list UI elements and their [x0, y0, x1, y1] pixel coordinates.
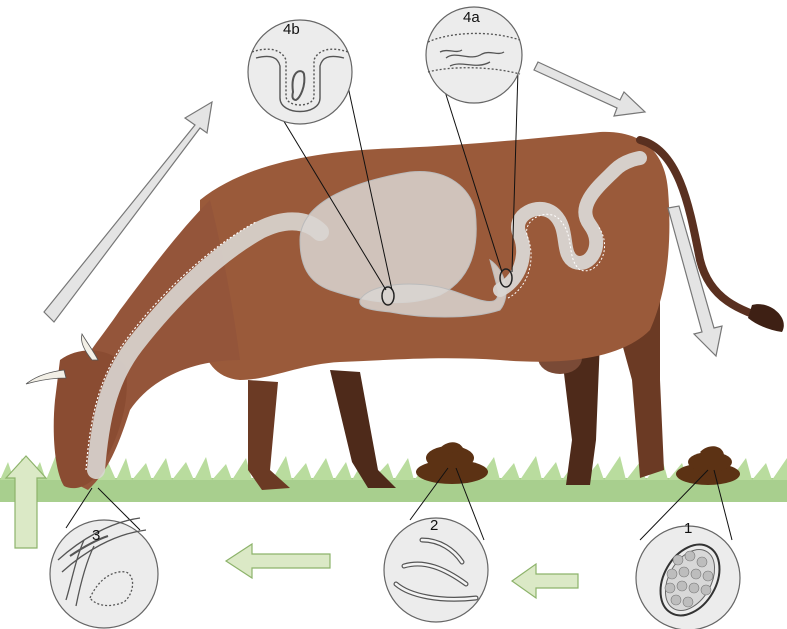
grass-ground [0, 478, 787, 502]
stage-label-2: 2 [430, 517, 438, 534]
stage-4b-circle: 4a [426, 7, 522, 103]
grass [0, 455, 787, 502]
grey-arrow-top-right [534, 62, 645, 116]
stage-label-4b: 4a [463, 9, 480, 26]
green-arrow-left-bottom-right [512, 564, 578, 598]
stage-2-circle: 2 [384, 517, 488, 622]
stage-label-1: 1 [684, 520, 692, 537]
dung-pile-middle [416, 442, 488, 484]
dung-pile-right [676, 446, 740, 485]
cow-tail-tuft [748, 304, 784, 332]
grass-blades [0, 455, 787, 480]
stage-4a-circle: 4b [248, 20, 352, 124]
stage-label-4a: 4b [283, 21, 300, 38]
stage-3-circle: 3 [50, 518, 158, 628]
green-arrow-left-bottom [226, 544, 330, 578]
stage-label-3: 3 [92, 527, 100, 544]
stage-1-circle: 1 [636, 520, 740, 629]
